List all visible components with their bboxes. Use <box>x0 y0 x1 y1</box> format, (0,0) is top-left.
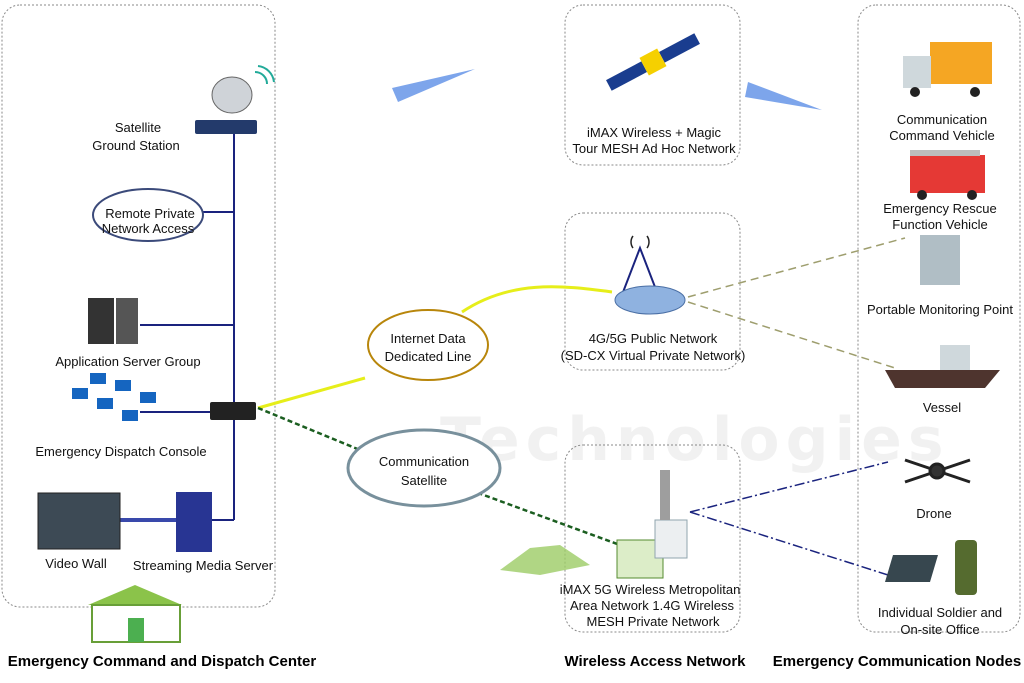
laptop-icon <box>885 555 938 582</box>
svg-text:Portable Monitoring Point: Portable Monitoring Point <box>867 302 1013 317</box>
ground-station-label: Satellite <box>115 120 161 135</box>
vessel-cabin-icon <box>940 345 970 370</box>
svg-text:Ground Station: Ground Station <box>92 138 179 153</box>
internet-cloud-icon <box>367 309 489 381</box>
vessel-icon <box>885 370 1000 388</box>
cell-tower-icon <box>614 235 686 315</box>
monitoring-point-icon <box>920 235 960 285</box>
svg-text:Area Network 1.4G Wireless: Area Network 1.4G Wireless <box>570 598 734 613</box>
internet-line <box>257 376 366 410</box>
satellite-line <box>257 406 621 547</box>
beam-icon <box>745 82 822 110</box>
svg-text:Dedicated Line: Dedicated Line <box>385 349 472 364</box>
svg-text:MESH Private Network: MESH Private Network <box>587 614 720 629</box>
svg-text:Network Access: Network Access <box>102 221 195 236</box>
public-network-box <box>564 212 741 371</box>
svg-text:Application Server Group: Application Server Group <box>55 354 200 369</box>
mountain-icon <box>500 545 590 575</box>
rescue-vehicle-icon <box>910 150 985 200</box>
command-building-icon <box>88 585 182 643</box>
drone-icon <box>904 458 971 484</box>
cellular-lines <box>687 237 906 369</box>
svg-text:Satellite: Satellite <box>401 473 447 488</box>
antenna-icon <box>660 470 670 520</box>
svg-text:Drone: Drone <box>916 506 951 521</box>
cloud-icon <box>92 188 204 242</box>
mesh-satellite-box <box>564 4 741 166</box>
base-station-icon <box>654 519 688 559</box>
command-vehicle-icon <box>903 42 992 97</box>
svg-text:Communication: Communication <box>379 454 469 469</box>
svg-text:iMAX 5G Wireless Metropolitan: iMAX 5G Wireless Metropolitan <box>560 582 741 597</box>
nodes-box <box>857 4 1021 633</box>
svg-text:4G/5G Public Network: 4G/5G Public Network <box>589 331 718 346</box>
svg-text:Command Vehicle: Command Vehicle <box>889 128 995 143</box>
media-server-icon <box>176 492 212 552</box>
svg-text:Tour MESH Ad Hoc Network: Tour MESH Ad Hoc Network <box>572 141 736 156</box>
svg-text:Video Wall: Video Wall <box>45 556 107 571</box>
svg-text:Streaming Media Server: Streaming Media Server <box>133 558 274 573</box>
svg-text:Individual Soldier and: Individual Soldier and <box>878 605 1002 620</box>
section-title-access-network: Wireless Access Network <box>564 653 746 670</box>
svg-text:iMAX Wireless + Magic: iMAX Wireless + Magic <box>587 125 721 140</box>
satellite-icon <box>606 33 700 91</box>
svg-text:(SD-CX Virtual Private Network: (SD-CX Virtual Private Network) <box>561 348 746 363</box>
svg-text:Emergency Dispatch Console: Emergency Dispatch Console <box>35 444 206 459</box>
server-rack-icon <box>88 298 138 344</box>
svg-text:Vessel: Vessel <box>923 400 961 415</box>
metro-network-box <box>564 444 741 633</box>
svg-text:On-site Office: On-site Office <box>900 622 979 637</box>
satellite-dish-icon <box>195 65 275 134</box>
video-wall-icon <box>37 492 121 550</box>
mesh-lines <box>689 461 889 576</box>
satellite-cloud-icon <box>346 428 502 508</box>
soldier-icon <box>955 540 977 595</box>
internet-line-to-tower <box>461 285 613 314</box>
section-title-command-center: Emergency Command and Dispatch Center <box>8 653 317 670</box>
svg-text:Internet Data: Internet Data <box>390 331 466 346</box>
svg-text:Function Vehicle: Function Vehicle <box>892 217 987 232</box>
watermark: Technologies <box>440 405 950 475</box>
dispatch-console-icon <box>72 373 156 421</box>
section-title-nodes: Emergency Communication Nodes <box>773 653 1021 670</box>
svg-text:Emergency Rescue: Emergency Rescue <box>883 201 996 216</box>
svg-text:Communication: Communication <box>897 112 987 127</box>
beam-icon <box>392 69 475 102</box>
switch-icon <box>210 402 256 420</box>
svg-text:Remote Private: Remote Private <box>105 206 195 221</box>
